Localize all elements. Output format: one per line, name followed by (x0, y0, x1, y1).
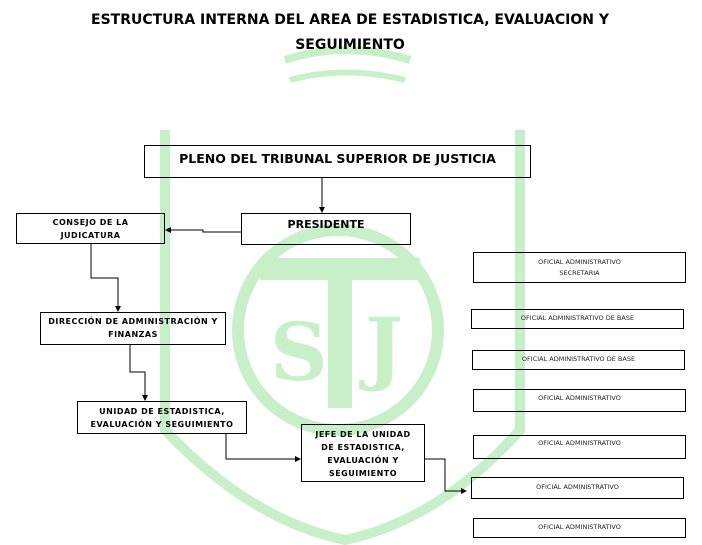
connector-jefe-oficiales (425, 458, 467, 494)
connector-consejo-direccion (90, 244, 121, 312)
pleno-box: PLENO DEL TRIBUNAL SUPERIOR DE JUSTICIA (144, 145, 531, 178)
oficial-box: OFICIAL ADMINISTRATIVO (471, 477, 684, 499)
svg-text:S: S (270, 305, 328, 399)
presidente-label: PRESIDENTE (287, 218, 365, 231)
oficial-box: OFICIAL ADMINISTRATIVO (473, 435, 686, 459)
direccion-box: DIRECCIÓN DE ADMINISTRACIÓN Y FINANZAS (40, 312, 226, 345)
connector-unidad-jefe (225, 434, 301, 462)
unidad-label: UNIDAD DE ESTADISTICA, EVALUACIÓN Y SEGU… (90, 407, 234, 429)
direccion-label: DIRECCIÓN DE ADMINISTRACIÓN Y FINANZAS (48, 317, 218, 339)
connector-presidente-consejo (165, 227, 241, 233)
consejo-label: CONSEJO DE LA JUDICATURA (52, 218, 129, 240)
oficial-sublabel: SECRETARIA (559, 269, 600, 277)
oficial-label: OFICIAL ADMINISTRATIVO (538, 394, 621, 402)
oficial-label: OFICIAL ADMINISTRATIVO DE BASE (521, 355, 636, 363)
oficial-label: OFICIAL ADMINISTRATIVO (538, 439, 621, 447)
jefe-box: JEFE DE LA UNIDAD DE ESTADISTICA, EVALUA… (301, 424, 425, 482)
connector-direccion-unidad (129, 345, 148, 401)
svg-text:J: J (359, 300, 403, 394)
oficial-label: OFICIAL ADMINISTRATIVO (538, 523, 621, 531)
oficial-box: OFICIAL ADMINISTRATIVO DE BASE (471, 309, 684, 329)
presidente-box: PRESIDENTE (241, 213, 411, 245)
chart-title: ESTRUCTURA INTERNA DEL AREA DE ESTADISTI… (91, 12, 609, 53)
unidad-box: UNIDAD DE ESTADISTICA, EVALUACIÓN Y SEGU… (77, 401, 247, 434)
consejo-box: CONSEJO DE LA JUDICATURA (16, 213, 165, 244)
oficial-box: OFICIAL ADMINISTRATIVO DE BASE (472, 350, 685, 370)
jefe-label: JEFE DE LA UNIDAD DE ESTADISTICA, EVALUA… (315, 430, 411, 478)
pleno-label: PLENO DEL TRIBUNAL SUPERIOR DE JUSTICIA (179, 151, 496, 166)
oficial-label: OFICIAL ADMINISTRATIVO DE BASE (520, 314, 635, 322)
oficial-label: OFICIAL ADMINISTRATIVO (538, 258, 621, 266)
oficial-label: OFICIAL ADMINISTRATIVO (536, 483, 619, 491)
oficial-box: OFICIAL ADMINISTRATIVO SECRETARIA (473, 252, 686, 283)
oficial-box: OFICIAL ADMINISTRATIVO (473, 518, 686, 538)
oficial-box: OFICIAL ADMINISTRATIVO (473, 389, 686, 412)
